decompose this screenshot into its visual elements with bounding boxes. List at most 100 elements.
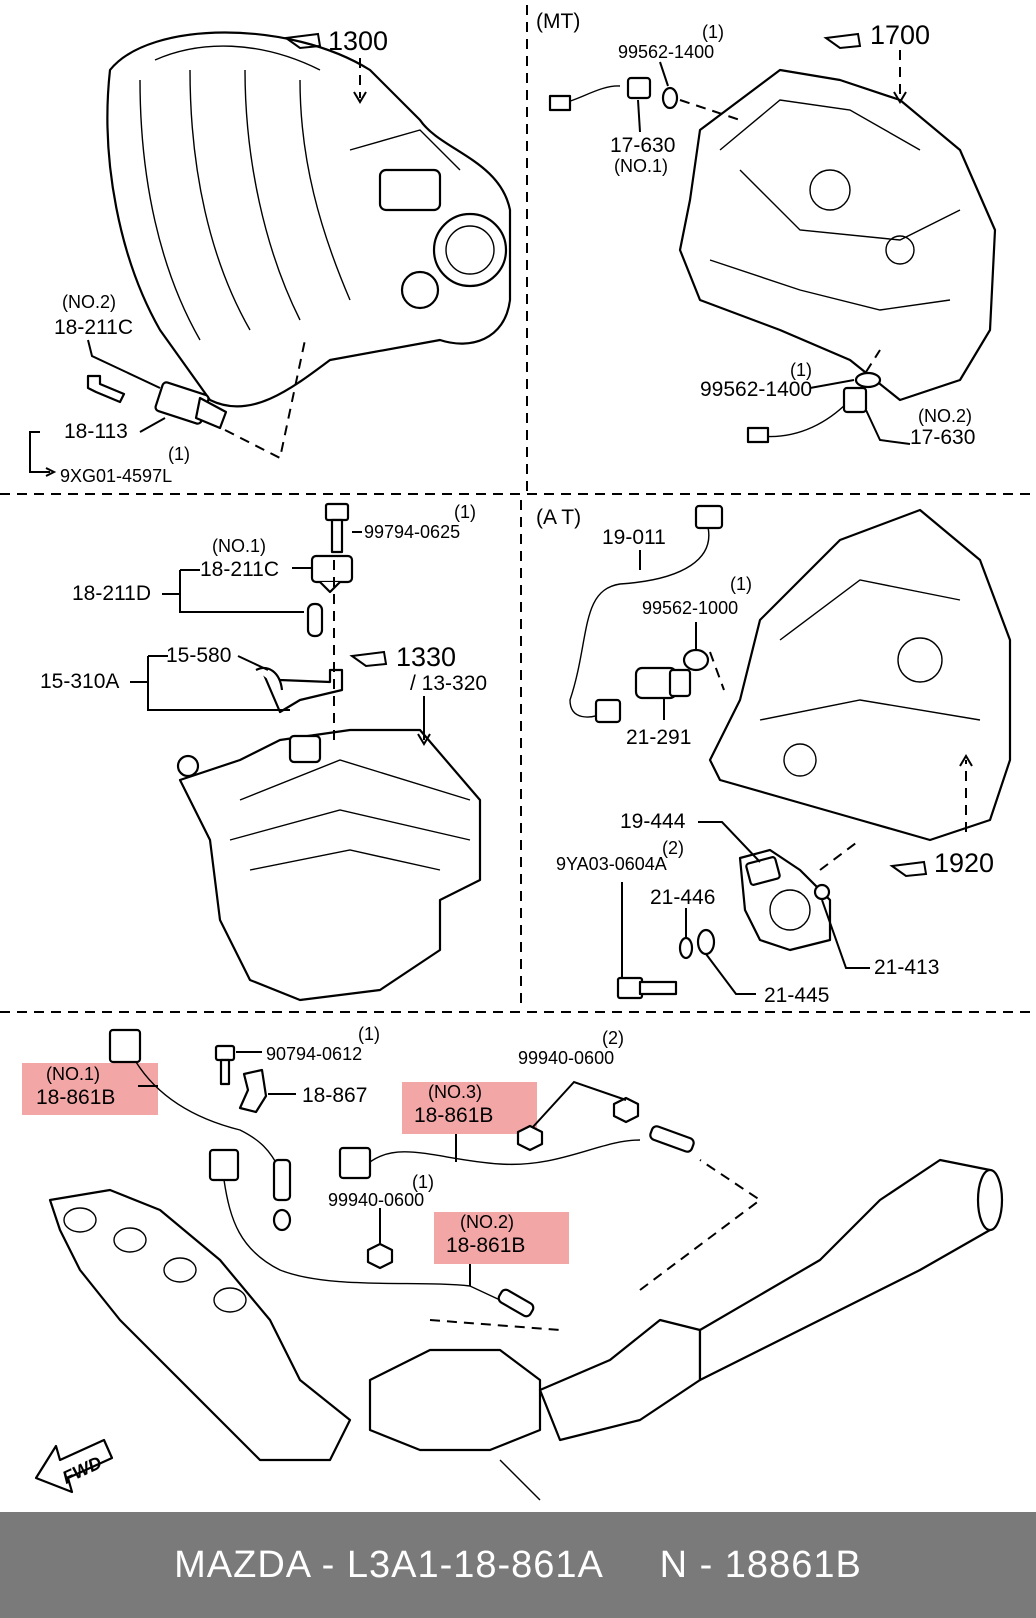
label-99940-0600-a: 99940-0600 — [518, 1048, 614, 1068]
highlight-box-no3 — [402, 1082, 537, 1134]
ref-1300: 1300 — [328, 26, 388, 56]
leader-99562-1400-b — [809, 379, 855, 389]
leader-99562-1400-a — [659, 61, 669, 87]
dash-exhaust-b — [429, 1319, 561, 1331]
dash-mt-sensor-a — [679, 99, 741, 121]
label-99940-0600-b: 99940-0600 — [328, 1190, 424, 1210]
automatic-transmission-illustration — [708, 508, 1012, 842]
label-18-867: 18-867 — [302, 1084, 367, 1107]
washer-21-446 — [678, 936, 694, 960]
label-18-211c-mid: 18-211C — [200, 558, 279, 581]
label-qty-2-a: (2) — [662, 838, 684, 858]
label-no2-mt: (NO.2) — [918, 406, 972, 426]
label-no1-mid: (NO.1) — [212, 536, 266, 556]
label-17-630-no1: 17-630 — [610, 134, 675, 157]
highlight-label-18-861b-no3: 18-861B — [414, 1104, 493, 1127]
ref-13-320: / 13-320 — [410, 672, 487, 695]
mt-sensor-17-630-no2 — [746, 371, 882, 444]
leader-17-630-no1 — [637, 99, 641, 133]
dash-manifold-link — [224, 339, 306, 460]
leader-21-445 — [705, 953, 756, 995]
leader-18-113 — [139, 417, 166, 433]
part-number-footer: MAZDA - L3A1-18-861A N - 18861B — [0, 1512, 1036, 1618]
highlight-box-no2 — [434, 1212, 569, 1264]
label-no2-top: (NO.2) — [62, 292, 116, 312]
ref-hand-icon-1920 — [889, 860, 928, 878]
sensor-18-211c-top — [86, 374, 228, 430]
label-17-630-no2: 17-630 — [910, 426, 975, 449]
label-99562-1400-a: 99562-1400 — [618, 42, 714, 62]
ref-1920: 1920 — [934, 848, 994, 878]
label-19-444: 19-444 — [620, 810, 686, 833]
label-9ya03-0604a: 9YA03-0604A — [556, 854, 667, 874]
label-qty-1-b: (1) — [702, 22, 724, 42]
dash-at-sensor — [709, 651, 725, 691]
o2-sensor-no2 — [208, 1148, 535, 1318]
leader-9xg01 — [29, 431, 50, 473]
arrow-head-13-320 — [417, 733, 431, 746]
bracket-15-310a — [130, 655, 290, 711]
label-qty-1-c: (1) — [790, 360, 812, 380]
manual-transmission-illustration — [678, 68, 997, 402]
mt-sensor-17-630-no1 — [548, 76, 679, 112]
ref-hand-icon-1330 — [349, 650, 388, 668]
highlight-label-no3: (NO.3) — [428, 1082, 482, 1102]
arrow-9xg01 — [45, 467, 57, 477]
label-99794-0625: 99794-0625 — [364, 522, 460, 542]
arrow-head-1700 — [893, 91, 907, 104]
ref-1700: 1700 — [870, 20, 930, 50]
highlight-label-no1: (NO.1) — [46, 1064, 100, 1084]
bracket-18-867 — [238, 1068, 268, 1114]
label-15-310a: 15-310A — [40, 670, 119, 693]
label-9xg01-4597l: 9XG01-4597L — [60, 466, 172, 486]
label-18-113: 18-113 — [64, 420, 128, 443]
label-qty-2-b: (2) — [602, 1028, 624, 1048]
highlight-label-no2: (NO.2) — [460, 1212, 514, 1232]
catalytic-converter-illustration — [368, 1158, 1004, 1501]
dash-at-switch — [819, 839, 861, 871]
bolt-90794-0612 — [214, 1044, 236, 1086]
at-harness-19-011 — [569, 504, 724, 724]
section-label-mt: (MT) — [536, 10, 580, 33]
leader-19-444 — [698, 821, 761, 863]
label-qty-1-d: (1) — [454, 502, 476, 522]
exhaust-manifold-illustration — [48, 1188, 352, 1462]
label-15-580: 15-580 — [166, 644, 231, 667]
ref-hand-icon-1300 — [283, 32, 322, 50]
o2-sensor-no3 — [338, 1125, 695, 1180]
bracket-18-211d — [162, 569, 304, 613]
label-21-446: 21-446 — [650, 886, 715, 909]
oring-21-413 — [813, 883, 831, 901]
label-qty-1-e: (1) — [730, 574, 752, 594]
at-sensor-21-291 — [634, 648, 710, 700]
leader-17-630-no2 — [865, 409, 911, 445]
label-no1-mt: (NO.1) — [614, 156, 668, 176]
footer-part-number-text: MAZDA - L3A1-18-861A N - 18861B — [174, 1543, 862, 1586]
label-qty-1-g: (1) — [412, 1172, 434, 1192]
label-99562-1000: 99562-1000 — [642, 598, 738, 618]
label-90794-0612: 90794-0612 — [266, 1044, 362, 1064]
label-99562-1400-b: 99562-1400 — [700, 378, 812, 401]
section-label-at: (A T) — [536, 506, 581, 529]
dash-mt-sensor-b — [865, 349, 881, 373]
label-21-291: 21-291 — [626, 726, 691, 749]
dash-exhaust-a — [639, 1159, 762, 1291]
highlight-label-18-861b-no1: 18-861B — [36, 1086, 115, 1109]
label-21-445: 21-445 — [764, 984, 829, 1007]
bracket-15-580-15-310a — [255, 666, 344, 714]
bolt-9ya03 — [616, 976, 678, 1000]
arrow-head-1920 — [959, 754, 973, 767]
bolt-99794-0625 — [324, 502, 350, 554]
label-19-011: 19-011 — [602, 526, 666, 549]
nut-99940-0600-b — [366, 1242, 394, 1270]
washer-21-445 — [696, 928, 716, 956]
leader-15-580 — [237, 655, 269, 671]
label-qty-1-a: (1) — [168, 444, 190, 464]
fwd-arrow-icon — [34, 1438, 114, 1494]
label-18-211d: 18-211D — [72, 582, 151, 605]
o2-sensor-no1 — [108, 1028, 292, 1232]
label-qty-1-f: (1) — [358, 1024, 380, 1044]
leader-18-211c-top — [87, 339, 161, 389]
exploded-parts-diagram: (MT) (A T) 1300 1700 1330 / 13-320 1920 … — [0, 5, 1036, 1501]
